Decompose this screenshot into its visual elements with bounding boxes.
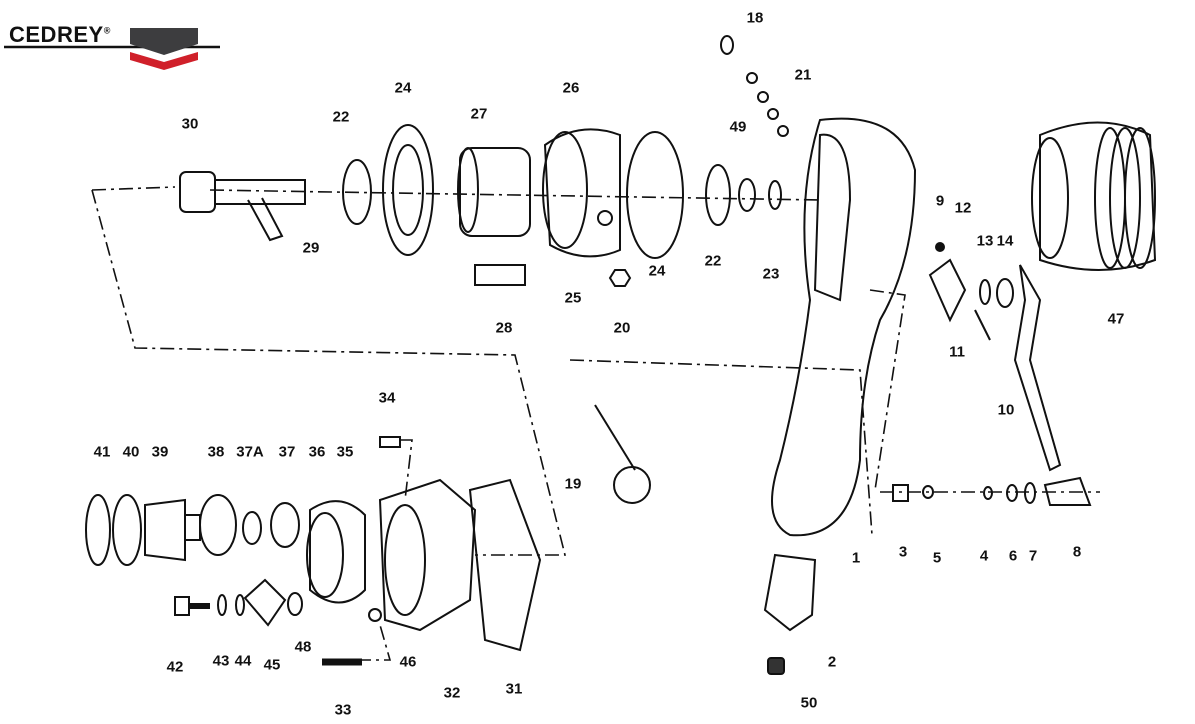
part-label: 22 — [332, 108, 350, 126]
part-label: 30 — [181, 115, 199, 133]
part-label: 44 — [234, 652, 252, 670]
part-label: 50 — [800, 694, 818, 712]
part-label: 37A — [236, 443, 264, 461]
part-label: 6 — [1008, 547, 1018, 565]
part-label: 7 — [1028, 547, 1038, 565]
part-label: 39 — [151, 443, 169, 461]
part-label: 41 — [93, 443, 111, 461]
part-label: 48 — [294, 638, 312, 656]
brand-name: CEDREY — [9, 22, 104, 47]
part-label: 14 — [996, 232, 1014, 250]
part-label: 10 — [997, 401, 1015, 419]
part-label: 13 — [976, 232, 994, 250]
part-label: 38 — [207, 443, 225, 461]
part-label: 22 — [704, 252, 722, 270]
part-label: 25 — [564, 289, 582, 307]
part-label: 33 — [334, 701, 352, 719]
part-label: 21 — [794, 66, 812, 84]
part-label: 46 — [399, 653, 417, 671]
part-label: 26 — [562, 79, 580, 97]
part-label: 24 — [394, 79, 412, 97]
part-label: 34 — [378, 389, 396, 407]
part-label: 28 — [495, 319, 513, 337]
part-label: 49 — [729, 118, 747, 136]
part-label: 20 — [613, 319, 631, 337]
part-label: 37 — [278, 443, 296, 461]
part-label: 36 — [308, 443, 326, 461]
part-label: 19 — [564, 475, 582, 493]
brand-mark: ® — [103, 25, 111, 36]
part-shapes — [85, 35, 1157, 675]
part-label: 3 — [898, 543, 908, 561]
part-label: 42 — [166, 658, 184, 676]
part-label: 1 — [851, 549, 861, 567]
part-label: 35 — [336, 443, 354, 461]
part-label: 29 — [302, 239, 320, 257]
part-label: 4 — [979, 547, 989, 565]
part-label: 27 — [470, 105, 488, 123]
part-label: 45 — [263, 656, 281, 674]
part-label: 47 — [1107, 310, 1125, 328]
logo-graphic — [4, 28, 220, 70]
part-label: 24 — [648, 262, 666, 280]
part-label: 43 — [212, 652, 230, 670]
part-label: 5 — [932, 549, 942, 567]
part-label: 12 — [954, 199, 972, 217]
leader-lines — [91, 186, 1100, 661]
part-label: 40 — [122, 443, 140, 461]
part-label: 31 — [505, 680, 523, 698]
part-label: 2 — [827, 653, 837, 671]
brand-logo: CEDREY® — [9, 22, 111, 48]
part-label: 32 — [443, 684, 461, 702]
part-label: 18 — [746, 9, 764, 27]
part-label: 9 — [935, 192, 945, 210]
part-label: 11 — [949, 343, 965, 361]
part-label: 8 — [1072, 543, 1082, 561]
part-label: 23 — [762, 265, 780, 283]
